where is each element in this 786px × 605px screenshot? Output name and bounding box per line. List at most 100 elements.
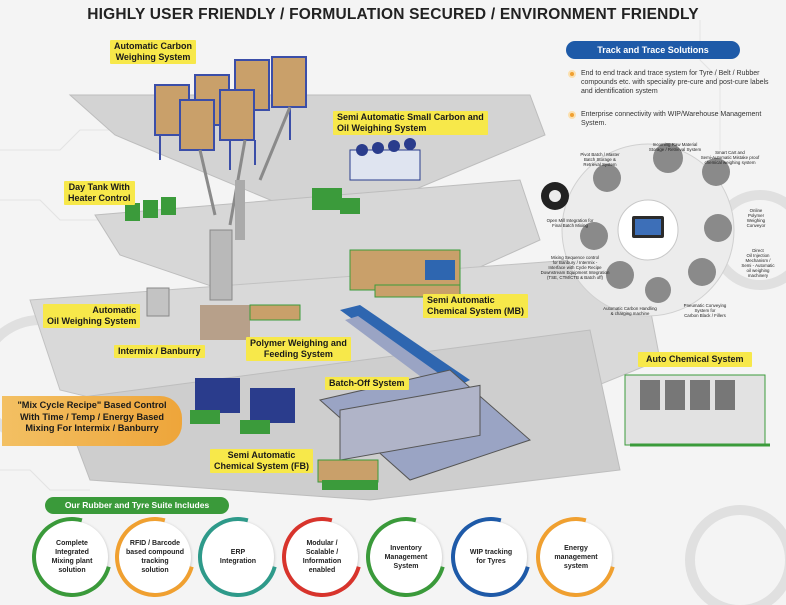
callout-line: Oil Weighing System (47, 316, 137, 326)
wheel-line: Retrieval System (583, 162, 617, 167)
callout-oil-weighing: Automatic Oil Weighing System (43, 304, 141, 328)
suite-item: RFID / Barcode based compound tracking solu… (100, 502, 210, 605)
wheel-line: machinery (747, 273, 769, 278)
day-tanks (125, 197, 176, 221)
suite-label: Modular / Scalable / Information enabled (292, 521, 352, 593)
suite-label-line: RFID / Barcode (129, 540, 181, 547)
suite-label-line: Information (302, 558, 342, 565)
track-trace-item: End to end track and trace system for Ty… (568, 69, 778, 96)
auto-chemical-illustration (624, 374, 770, 447)
wheel-line: Storage / Retrieval System (648, 147, 702, 152)
wheel-line: Polymer (747, 213, 765, 218)
suite-label-line: Management (384, 553, 428, 561)
suite-label-line: ERP (230, 549, 246, 556)
wheel-line: Batch Storage & (584, 157, 616, 162)
suite-item: ERP Integration (183, 502, 293, 605)
callout-small-carbon: Semi Automatic Small Carbon and Oil Weig… (333, 111, 488, 135)
wheel-line: (TSE, CTM/CTB & Batch off) (546, 275, 604, 280)
callout-line: Day Tank With (68, 182, 130, 192)
wheel-line: Smart Cart and (715, 150, 745, 155)
mix-cycle-line: "Mix Cycle Recipe" Based Control (17, 400, 167, 410)
callout-line: Oil Weighing System (337, 123, 427, 133)
wheel-line: Incoming Raw Material (652, 142, 698, 147)
suite-label-line: Energy (564, 544, 588, 552)
callout-line: Weighing System (115, 52, 191, 62)
track-trace-text: Enterprise connectivity with WIP/Warehou… (581, 111, 762, 127)
chemical-fb-line (317, 459, 379, 490)
wheel-line: for Banbury / Intermix - (552, 260, 598, 265)
suite-label-line: enabled (308, 567, 336, 574)
suite-label-line: system (563, 562, 589, 570)
callout-line: Polymer Weighing and (250, 338, 347, 348)
suite-label-line: Complete (56, 540, 88, 547)
suite-label-line: System (393, 562, 419, 570)
wheel-line: Online (749, 208, 763, 213)
suite-label-line: tracking (141, 558, 169, 565)
inclined-conveyor (340, 305, 470, 390)
callout-chemical-fb: Semi Automatic Chemical System (FB) (210, 449, 314, 473)
wheel-line: Automatic Carbon Handling (603, 306, 657, 311)
callout-auto-chemical: Auto Chemical System (638, 352, 752, 367)
mix-cycle-line: With Time / Temp / Energy Based (19, 411, 165, 422)
wheel-line: Interface with Cycle Recipe (548, 265, 602, 270)
banburry-mixers (190, 305, 295, 434)
callout-line: Semi Automatic (227, 450, 296, 460)
callout-line: Automatic (92, 305, 137, 315)
wheel-line: Carbon Black / Fillers (684, 313, 726, 318)
wheel-line: Downstream Equipment Integration (540, 270, 610, 275)
track-trace-text: End to end track and trace system for Ty… (581, 70, 769, 95)
batch-off-machine (318, 369, 531, 481)
wheel-line: oil weighing (746, 268, 770, 273)
suite-label-line: solution (58, 567, 86, 574)
track-trace-item: Enterprise connectivity with WIP/Warehou… (568, 110, 778, 128)
wheel-label: Automatic Carbon Handling& charging mach… (595, 306, 665, 316)
suite-label-line: based compound (126, 549, 184, 556)
callout-polymer: Polymer Weighing and Feeding System (246, 337, 351, 361)
wheel-line: chemical weighing system (704, 160, 756, 165)
small-carbon-station (312, 138, 421, 214)
mix-cycle-line: Mixing For Intermix / Banburry (25, 423, 159, 433)
wheel-line: Direct (752, 248, 764, 253)
wheel-line: Weighing (746, 218, 766, 223)
suite-label-line: Integrated (55, 549, 89, 556)
suite-label-line: Modular / (306, 540, 338, 547)
suite-label-line: Inventory (390, 544, 422, 552)
wheel-line: Mixing Sequence control (550, 255, 600, 260)
transfer-tower (209, 229, 233, 301)
suite-header: Our Rubber and Tyre Suite Includes (45, 497, 229, 514)
callout-line: Semi Automatic (427, 295, 495, 305)
callout-carbon-weighing: Automatic Carbon Weighing System (110, 40, 197, 64)
callout-line: Feeding System (263, 349, 333, 359)
suite-label-line: Mixing plant (51, 558, 93, 565)
wheel-line: Oil Injection (746, 253, 770, 258)
suite-label-line: solution (141, 567, 169, 574)
callout-line: Chemical System (MB) (427, 306, 525, 316)
wheel-line: Semi - Automatic (741, 263, 775, 268)
callout-intermix: Intermix / Banburry (114, 345, 205, 358)
callout-line: Chemical System (FB) (214, 461, 310, 471)
suite-label-line: Integration (219, 558, 257, 565)
mix-cycle-banner: "Mix Cycle Recipe" Based Control With Ti… (2, 396, 182, 446)
oil-weighing-unit (146, 287, 170, 317)
suite-label: RFID / Barcode based compound tracking solu… (125, 521, 185, 593)
callout-day-tank: Day Tank With Heater Control (64, 181, 135, 205)
wheel-line: & charging machine (610, 311, 650, 316)
suite-label-line: Scalable / (305, 549, 339, 556)
suite-label-line: for Tyres (476, 558, 506, 565)
wheel-line: Open Mill Integration for (546, 218, 594, 223)
track-trace-wheel (541, 143, 735, 317)
polymer-conveyor (249, 304, 301, 321)
wheel-line: Semi-Automatic Mistake proof (700, 155, 760, 160)
wheel-line: Conveyor (746, 223, 766, 228)
